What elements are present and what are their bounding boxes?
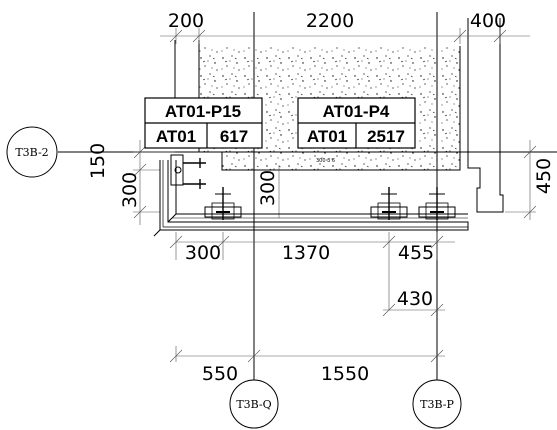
grid-bubble-t3b-q: T3B-Q [229, 379, 279, 429]
grid-label-t3b-q: T3B-Q [236, 398, 271, 411]
grid-label-t3b-p: T3B-P [420, 398, 454, 411]
dim-top-2200: 2200 [306, 10, 354, 32]
grid-spacing-dimension: 550 1550 [169, 346, 445, 385]
right-column-outline [467, 18, 504, 213]
small-note-text: 300 3 6 [316, 158, 335, 164]
grid-label-t3b-2: T3B-2 [15, 146, 48, 159]
bottom-dimension-chain: 300 1370 455 [169, 232, 455, 310]
grid-bubble-t3b-2: T3B-2 [6, 126, 58, 178]
anchor-bracket-1 [204, 187, 242, 220]
left-dimension-chain: 150 300 [87, 140, 175, 225]
cladding-panel [153, 160, 469, 237]
right-dimension-450: 450 [505, 140, 555, 220]
anchor-bracket-3 [418, 187, 456, 220]
dim-inner-300: 300 [257, 170, 279, 206]
tag-at01-p4: AT01-P4 AT01 2517 [297, 97, 416, 149]
left-bracket-assembly [170, 154, 206, 189]
tag-1-value: 617 [220, 127, 248, 146]
dim-430: 430 [397, 288, 433, 310]
tag-1-title: AT01-P15 [165, 102, 241, 121]
dim-top-400: 400 [470, 10, 506, 32]
tag-1-code: AT01 [156, 127, 196, 146]
tag-at01-p15: AT01-P15 AT01 617 [144, 97, 263, 149]
top-dimension-chain: 200 2200 400 [160, 10, 530, 44]
dim-bottom-455: 455 [398, 242, 434, 264]
dim-right-450: 450 [533, 158, 555, 194]
dim-1550: 1550 [321, 363, 369, 385]
dim-left-150: 150 [87, 143, 109, 179]
dimension-430: 430 [382, 288, 445, 317]
tag-2-value: 2517 [367, 127, 405, 146]
inner-dimension-300: 300 [257, 165, 280, 218]
tag-2-code: AT01 [307, 127, 347, 146]
dim-left-300: 300 [119, 172, 141, 208]
dim-bottom-300: 300 [185, 242, 221, 264]
anchor-bracket-2 [370, 187, 408, 220]
tag-2-title: AT01-P4 [323, 102, 390, 121]
dim-550: 550 [202, 363, 238, 385]
grid-bubble-t3b-p: T3B-P [412, 379, 462, 429]
dim-top-200: 200 [168, 10, 204, 32]
left-wall-outline [174, 40, 200, 98]
dim-bottom-1370: 1370 [282, 242, 330, 264]
